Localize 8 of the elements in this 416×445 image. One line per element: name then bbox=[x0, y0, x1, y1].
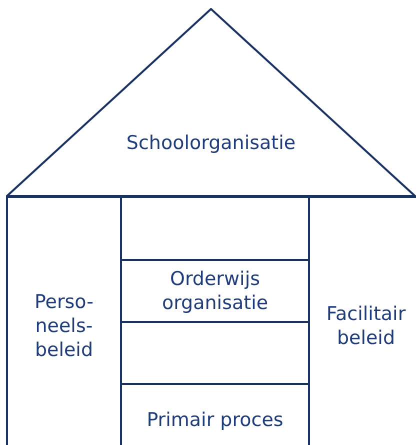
pillar-box bbox=[6, 196, 122, 445]
layer-label: Primair proces bbox=[146, 408, 284, 432]
layer-box bbox=[120, 196, 310, 261]
roof-triangle bbox=[6, 8, 416, 197]
layer-label: Orderwijs organisatie bbox=[160, 267, 270, 315]
pillar-label: Facilitair beleid bbox=[325, 302, 407, 350]
roof-label: Schoolorganisatie bbox=[125, 130, 297, 154]
pillar-label: Perso- neels- beleid bbox=[33, 290, 94, 362]
